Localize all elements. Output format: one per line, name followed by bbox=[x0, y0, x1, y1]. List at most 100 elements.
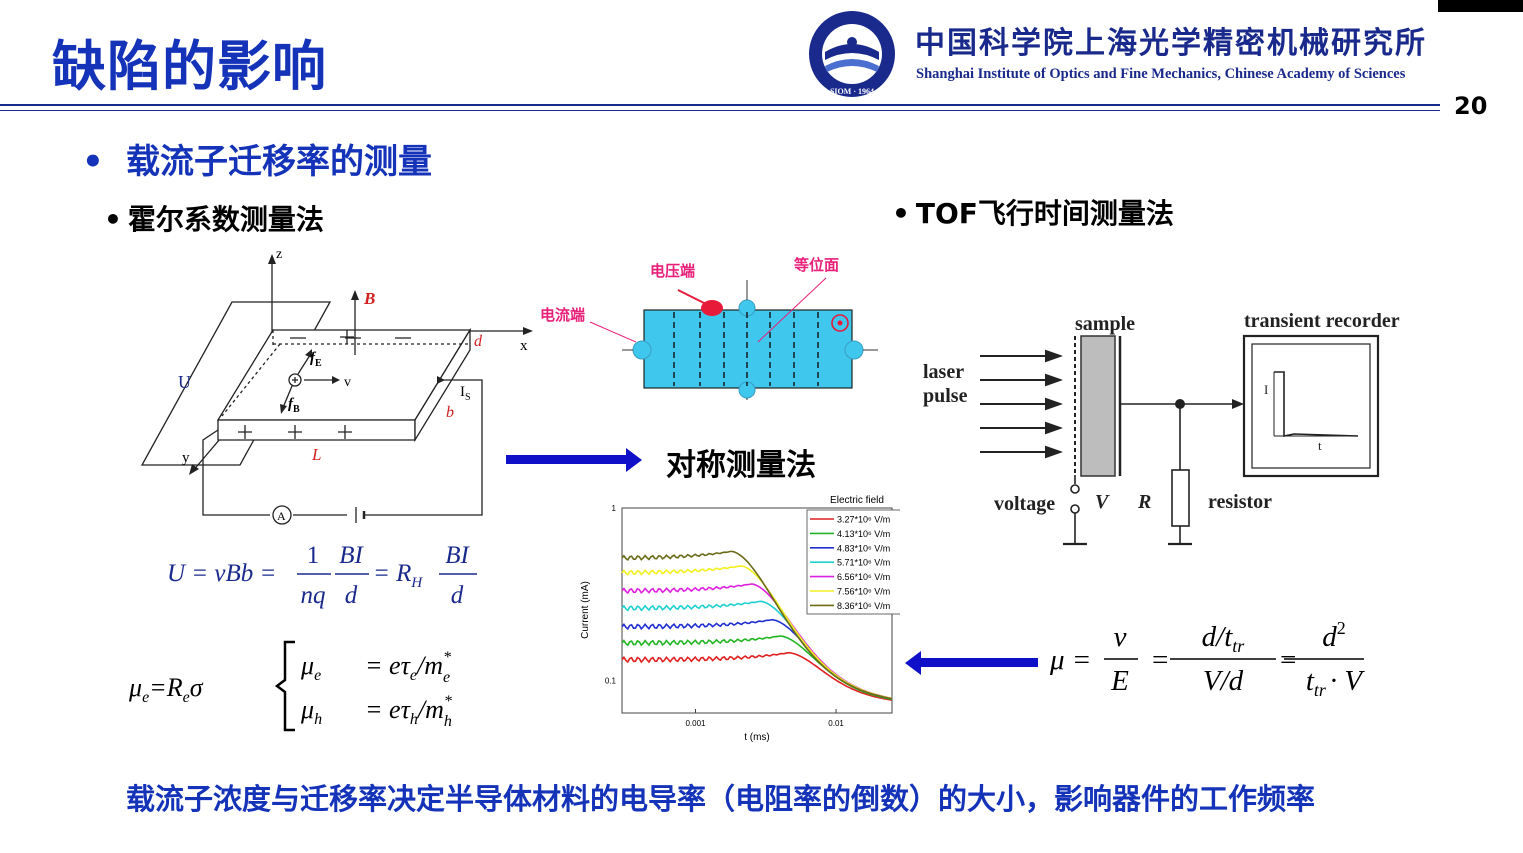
recorder-arrowhead bbox=[1232, 399, 1244, 409]
logo-sun bbox=[847, 37, 857, 47]
series-line bbox=[621, 652, 893, 701]
tof-setup-diagram: sample transient recorder laser pulse vo… bbox=[923, 310, 1400, 546]
ammeter-icon bbox=[272, 505, 292, 525]
curly-brace bbox=[274, 640, 295, 732]
recorder-box bbox=[1242, 334, 1380, 478]
mobility-row-e: μe= eτe/m*e bbox=[300, 649, 451, 686]
tof-eq-f3-num: d2 bbox=[1322, 618, 1346, 653]
label-pulse: pulse bbox=[923, 385, 968, 407]
logo-text: SIOM · 1964 bbox=[830, 87, 874, 96]
hall-eq-f1-num: 1 bbox=[307, 542, 320, 569]
x-tick-label: 0.01 bbox=[828, 719, 844, 728]
label-fe: fE bbox=[310, 350, 322, 369]
legend: 3.27*10⁶ V/m4.13*10⁶ V/m4.83*10⁶ V/m5.71… bbox=[810, 515, 890, 611]
label-b: b bbox=[446, 404, 454, 421]
section-heading: •载流子迁移率的测量 bbox=[82, 134, 432, 183]
header-rule-thin bbox=[0, 110, 1440, 111]
symmetric-method-label: 对称测量法 bbox=[666, 448, 816, 483]
legend-label: 7.56*10⁶ V/m bbox=[837, 587, 890, 597]
label-u: U bbox=[178, 372, 191, 392]
label-d: d bbox=[474, 333, 483, 350]
v-arrowhead bbox=[332, 376, 340, 384]
current-wire bbox=[365, 379, 483, 516]
label-voltage-terminal: 电压端 bbox=[650, 262, 695, 280]
hall-eq-f3-den: d bbox=[451, 582, 464, 609]
label-b-field: B bbox=[363, 289, 375, 308]
label-resistor: resistor bbox=[1208, 491, 1272, 513]
mobility-equation: μe=Reσ μe= eτe/m*e μh= eτh/m*h bbox=[128, 640, 452, 732]
arrow-right-shaft bbox=[506, 455, 630, 464]
legend-label: 3.27*10⁶ V/m bbox=[837, 515, 890, 525]
series-lines bbox=[621, 550, 893, 701]
b-field-dot bbox=[837, 320, 843, 326]
b-field-out-icon bbox=[831, 314, 849, 332]
current-pointer bbox=[589, 321, 637, 343]
plus-signs bbox=[238, 425, 352, 439]
siom-logo: SIOM · 1964 bbox=[809, 11, 895, 97]
arrow-left-shaft bbox=[920, 658, 1038, 667]
charge-particle bbox=[288, 373, 302, 387]
arrow-left-head bbox=[905, 651, 921, 675]
junction-node bbox=[1175, 399, 1185, 409]
plus-top bbox=[340, 330, 354, 344]
bullet-tof: •TOF飞行时间测量法 bbox=[892, 192, 1174, 232]
particle-plus bbox=[292, 377, 298, 383]
label-equipotential: 等位面 bbox=[794, 256, 839, 274]
y-tick-label: 0.1 bbox=[605, 677, 617, 686]
hall-equation: U = vBb = 1 nq BI d = RH BI d bbox=[167, 542, 477, 609]
section-heading-text: 载流子迁移率的测量 bbox=[126, 142, 432, 182]
z-arrowhead bbox=[268, 254, 276, 264]
arrow-right-head bbox=[626, 448, 642, 472]
x-arrowhead bbox=[523, 327, 533, 335]
logo-wave bbox=[825, 44, 879, 60]
tof-eq-eq2: = bbox=[1152, 644, 1168, 676]
slab-front bbox=[217, 419, 416, 441]
y-axis-label: Current (mA) bbox=[580, 581, 591, 639]
label-current-terminal: 电流端 bbox=[540, 306, 585, 324]
b-arrowhead bbox=[351, 290, 359, 300]
logo-wave-2 bbox=[825, 59, 879, 72]
label-sample: sample bbox=[1075, 313, 1135, 335]
voltage-pointer bbox=[677, 289, 711, 307]
logo-inner-disc bbox=[822, 24, 882, 84]
is-arrowhead bbox=[437, 376, 445, 384]
conclusion-text: 载流子浓度与迁移率决定半导体材料的电导率（电阻率的倒数）的大小，影响器件的工作频… bbox=[126, 782, 1316, 816]
recorder-label-t: t bbox=[1318, 438, 1322, 453]
axis-label-z: z bbox=[276, 247, 282, 262]
sample-block bbox=[1080, 335, 1116, 477]
axis-label-x: x bbox=[520, 338, 528, 354]
label-r: R bbox=[1137, 491, 1151, 513]
institute-name-en: Shanghai Institute of Optics and Fine Me… bbox=[916, 66, 1406, 82]
mobility-row-h: μh= eτh/m*h bbox=[300, 693, 452, 730]
label-l: L bbox=[311, 445, 321, 464]
current-wire-3 bbox=[202, 429, 270, 516]
legend-label: 5.71*10⁶ V/m bbox=[837, 558, 890, 568]
hall-eq-f2-den: d bbox=[345, 582, 358, 609]
header-rule bbox=[0, 104, 1440, 106]
mobility-lhs: μe=Reσ bbox=[128, 673, 204, 706]
bullet-tof-text: TOF飞行时间测量法 bbox=[915, 197, 1174, 230]
fe-arrowhead bbox=[305, 349, 312, 358]
tof-eq-eq3: = bbox=[1280, 644, 1296, 676]
fb-arrowhead bbox=[280, 404, 287, 414]
label-fb: fB bbox=[288, 396, 300, 415]
tof-eq-f1-num: v bbox=[1114, 621, 1127, 653]
ammeter-label: A bbox=[277, 509, 286, 523]
legend-label: 4.13*10⁶ V/m bbox=[837, 529, 890, 539]
window-top-strip bbox=[1438, 0, 1523, 12]
page-number: 20 bbox=[1454, 92, 1488, 120]
legend-title: Electric field bbox=[830, 495, 884, 506]
hall-effect-diagram: z x y B U d b L fE fB v IS A bbox=[140, 247, 533, 525]
hall-eq-f3-num: BI bbox=[445, 542, 470, 569]
voltage-plane bbox=[140, 301, 332, 466]
label-laser: laser bbox=[923, 361, 964, 383]
axis-label-y: y bbox=[182, 450, 190, 466]
hall-eq-f2-num: BI bbox=[339, 542, 364, 569]
slab-side bbox=[414, 327, 471, 443]
x-axis-label: t (ms) bbox=[744, 732, 770, 743]
recorder-label-i: I bbox=[1264, 382, 1268, 397]
bullet-hall: •霍尔系数测量法 bbox=[104, 198, 324, 238]
series-line bbox=[621, 550, 893, 700]
